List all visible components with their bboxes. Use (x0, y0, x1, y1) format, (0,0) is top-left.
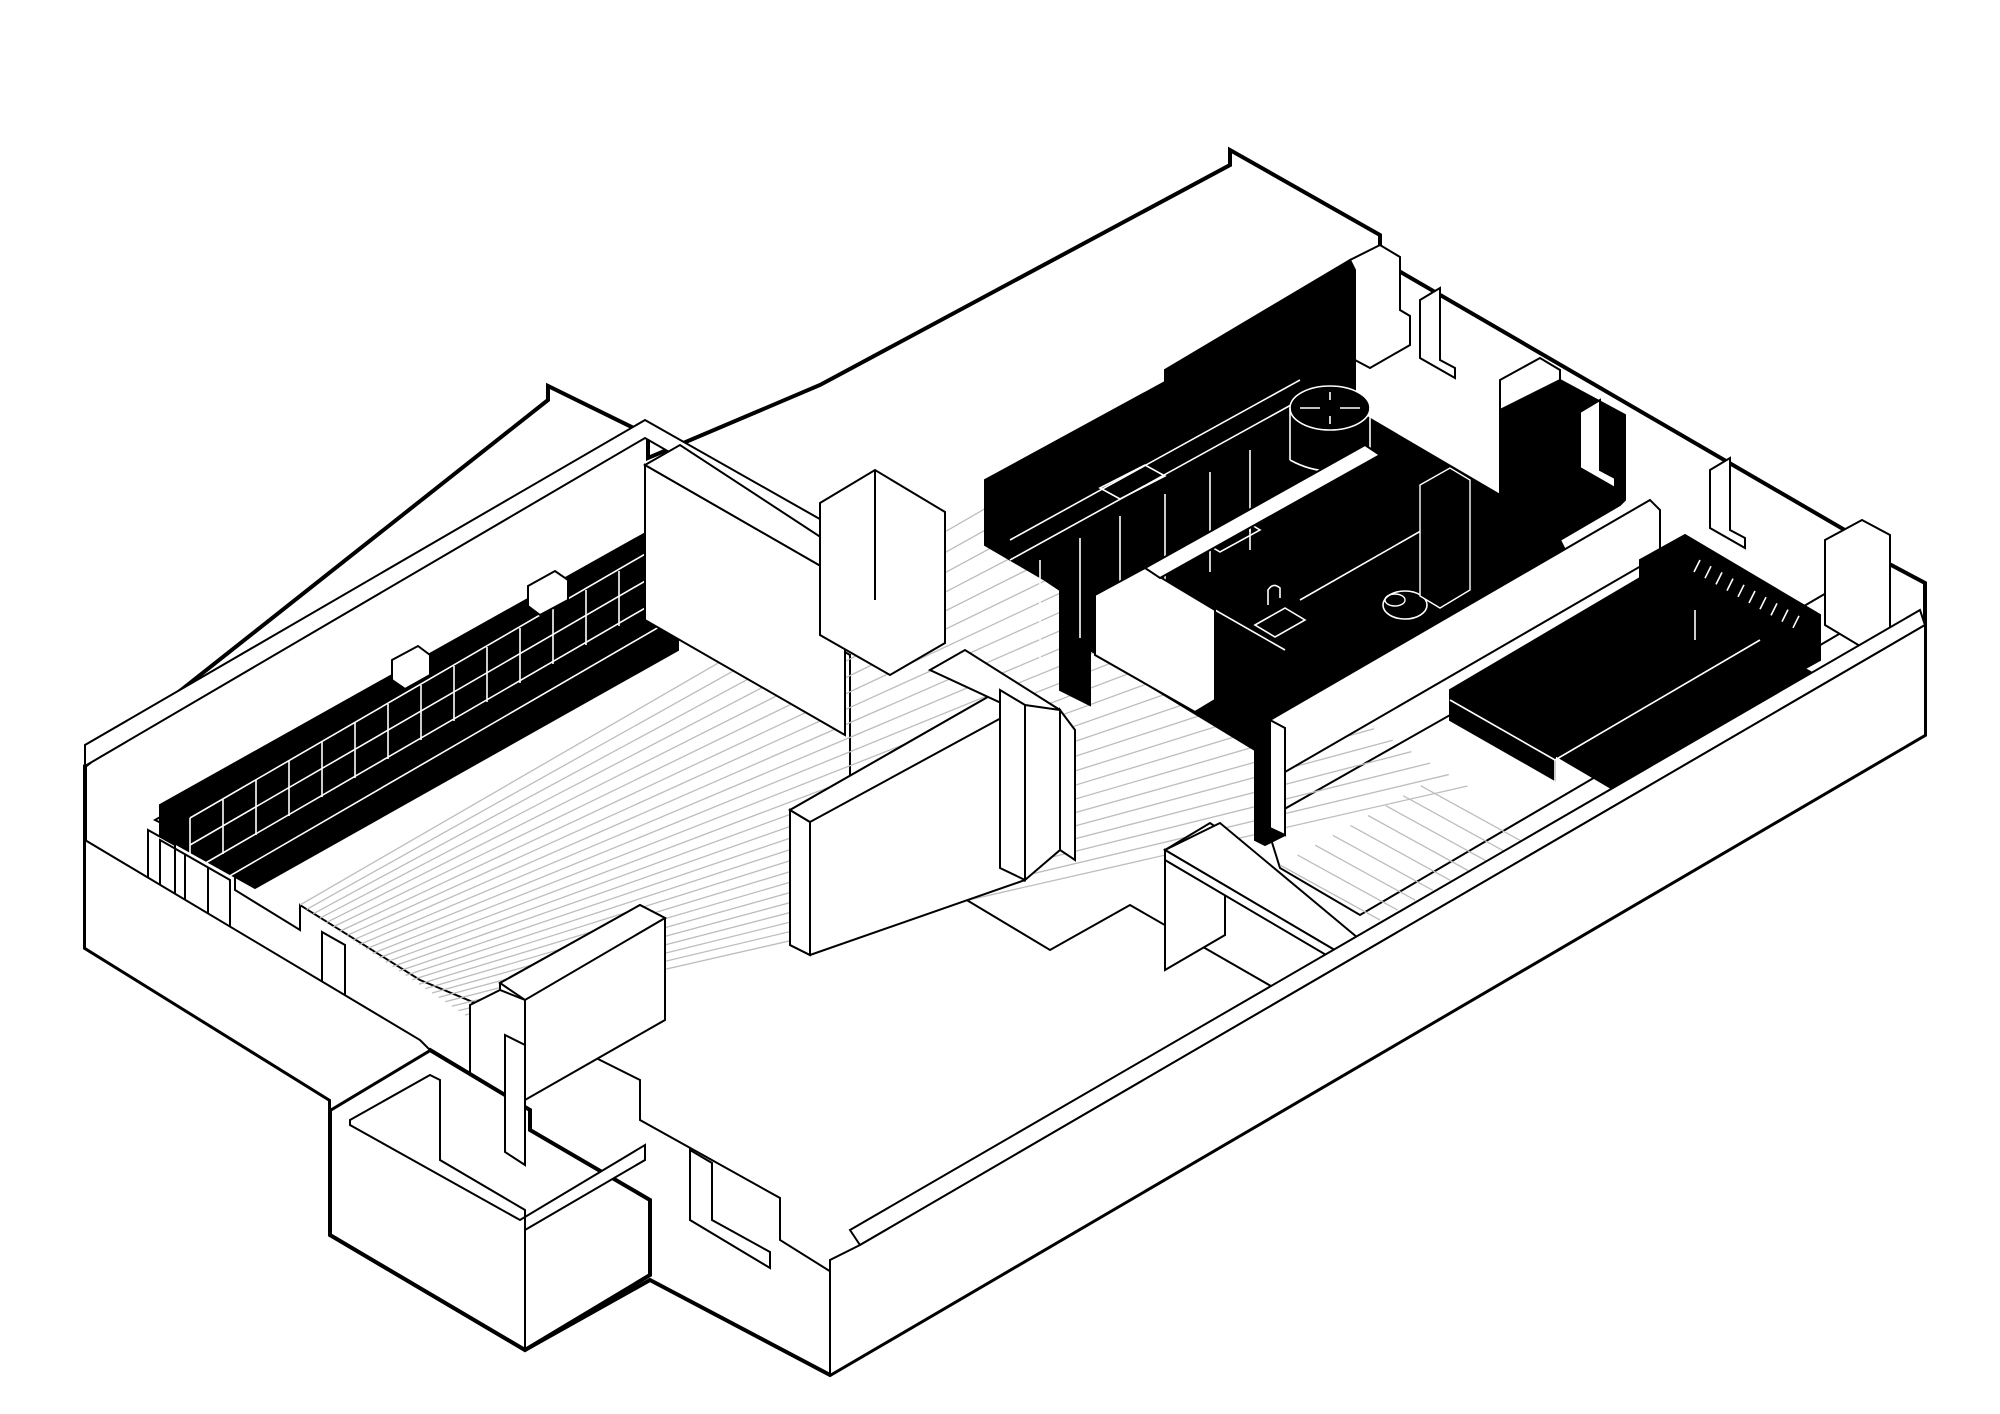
bookshelf-shelf (189, 615, 679, 900)
bath-faucet-icon (1267, 584, 1281, 605)
bath-sink (1253, 607, 1307, 638)
toilet-seat (1384, 593, 1406, 607)
bookshelf (159, 443, 850, 900)
bedroom-floor-board-line (1385, 805, 1486, 862)
bath-counter-edge (1299, 519, 1441, 601)
kitchen-counter-edge (1009, 379, 1301, 541)
bath-tall-cabinet (1419, 467, 1471, 609)
bedroom-floor-board-line (1402, 795, 1504, 852)
books-stack-left (391, 644, 431, 691)
bedroom-floor-board-line (1332, 834, 1434, 891)
bedroom-floor-board-line (1297, 854, 1398, 911)
headboard-slat (1781, 609, 1789, 622)
l-wall-front-face (1059, 707, 1076, 862)
column-between-rooms (819, 468, 946, 677)
window-frame-3 (689, 1148, 771, 1270)
bookshelf-shelf (189, 534, 679, 819)
toilet-icon (1382, 590, 1428, 620)
freestanding-wall-front (789, 808, 811, 957)
l-wall-side (999, 688, 1026, 882)
bedroom-floor-board-line (1420, 785, 1522, 842)
entry-block (328, 1033, 652, 1353)
floor-board-line (345, 579, 1132, 937)
headboard-slat (1737, 584, 1745, 598)
headboard-slats (1693, 559, 1800, 629)
headboard-slat (1704, 565, 1712, 579)
headboard (1639, 533, 1821, 687)
headboard-slat (1748, 590, 1756, 604)
bookshelf-shelf (189, 588, 679, 873)
partition-top-strip (1143, 443, 1382, 580)
floor-board-line (352, 590, 1150, 941)
floor-board-line (326, 545, 1076, 924)
bedroom-floor-board-line (1350, 824, 1451, 881)
bedroom-floor-board-line (1367, 814, 1469, 872)
floor-board-line (332, 556, 1094, 928)
front-wall-face (829, 623, 1926, 1377)
books-stack-right (527, 569, 569, 617)
bookshelf-grid (189, 534, 679, 900)
entry-door-frame (504, 1033, 526, 1167)
bedroom-floor-board-line (1279, 864, 1381, 921)
bedroom-window-3 (1419, 286, 1456, 380)
headboard-slat (1715, 572, 1723, 585)
upper-partition-2 (1499, 356, 1561, 412)
lower-partition-top (498, 903, 668, 1002)
upper-partition (1348, 243, 1411, 370)
bed-edge-2 (1554, 639, 1761, 761)
floor-board-line (365, 613, 1188, 950)
cooktop (1098, 464, 1167, 500)
bookshelf-shelf (189, 561, 679, 846)
front-walls (84, 583, 1927, 1377)
headboard-slat (1726, 578, 1734, 591)
bath-front-face (1269, 718, 1286, 837)
bedroom-window-1 (1579, 398, 1616, 490)
headboard-slat (1770, 603, 1778, 616)
left-outer-face (84, 766, 432, 1112)
floor-board-line (359, 602, 1169, 946)
central-walls (469, 468, 1372, 1202)
kitchen-bath (984, 243, 1661, 847)
headboard-slat (1693, 559, 1701, 573)
bedroom-window-2 (1709, 456, 1746, 550)
l-wall-back-face (1024, 703, 1061, 883)
floor-board-line (339, 568, 1113, 932)
kitchen-counter-front (1009, 399, 1301, 561)
kitchen-cabinets (1009, 379, 1441, 660)
bed-edge-1 (1449, 699, 1556, 761)
bedroom-floor-board-line (1314, 844, 1416, 901)
headboard-slat (1759, 596, 1767, 610)
headboard-slat (1792, 615, 1800, 629)
